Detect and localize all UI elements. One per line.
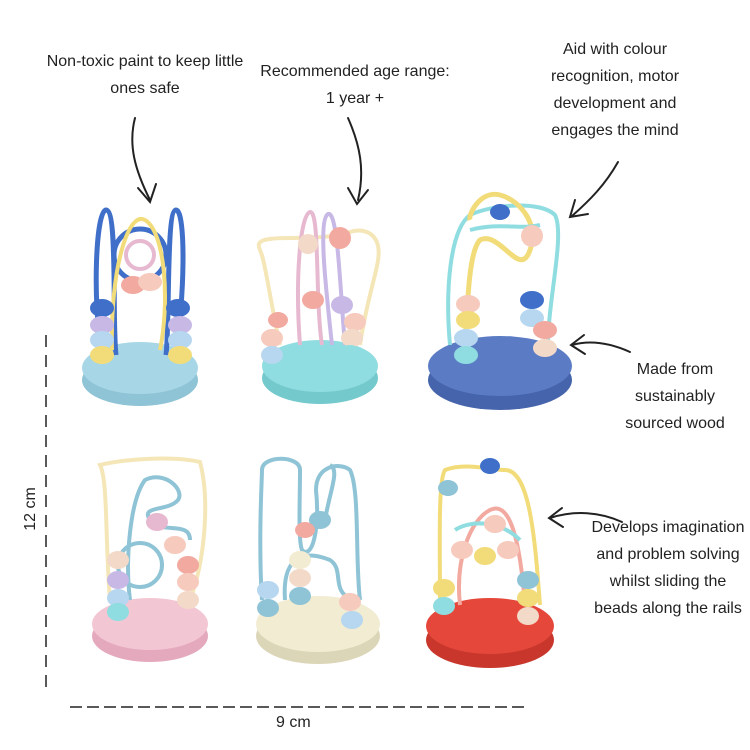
arrow-icons [131,117,631,528]
caption-non-toxic: Non-toxic paint to keep little ones safe [46,53,244,97]
aqua-bead-maze [256,209,381,404]
royal-blue-bead-maze [428,191,572,410]
arrow-age-icon [347,117,363,201]
arrow-imagination-icon [549,512,623,523]
caption-age-range: Recommended age range: 1 year + [260,63,450,107]
cream-bead-maze [256,456,380,664]
caption-colour-recognition: Aid with colour recognition, motor devel… [550,41,680,139]
caption-imagination: Develops imagination and problem solving… [591,519,745,617]
pink-bead-maze [92,456,208,662]
arrow-wood-icon [571,341,631,353]
light-blue-bead-maze [82,207,198,406]
width-dimension-label: 9 cm [276,714,311,731]
arrow-colour-icon [571,161,619,217]
caption-sustainable-wood: Made from sustainably sourced wood [625,361,725,432]
arrow-non-toxic-icon [131,117,151,201]
red-bead-maze [426,458,554,668]
